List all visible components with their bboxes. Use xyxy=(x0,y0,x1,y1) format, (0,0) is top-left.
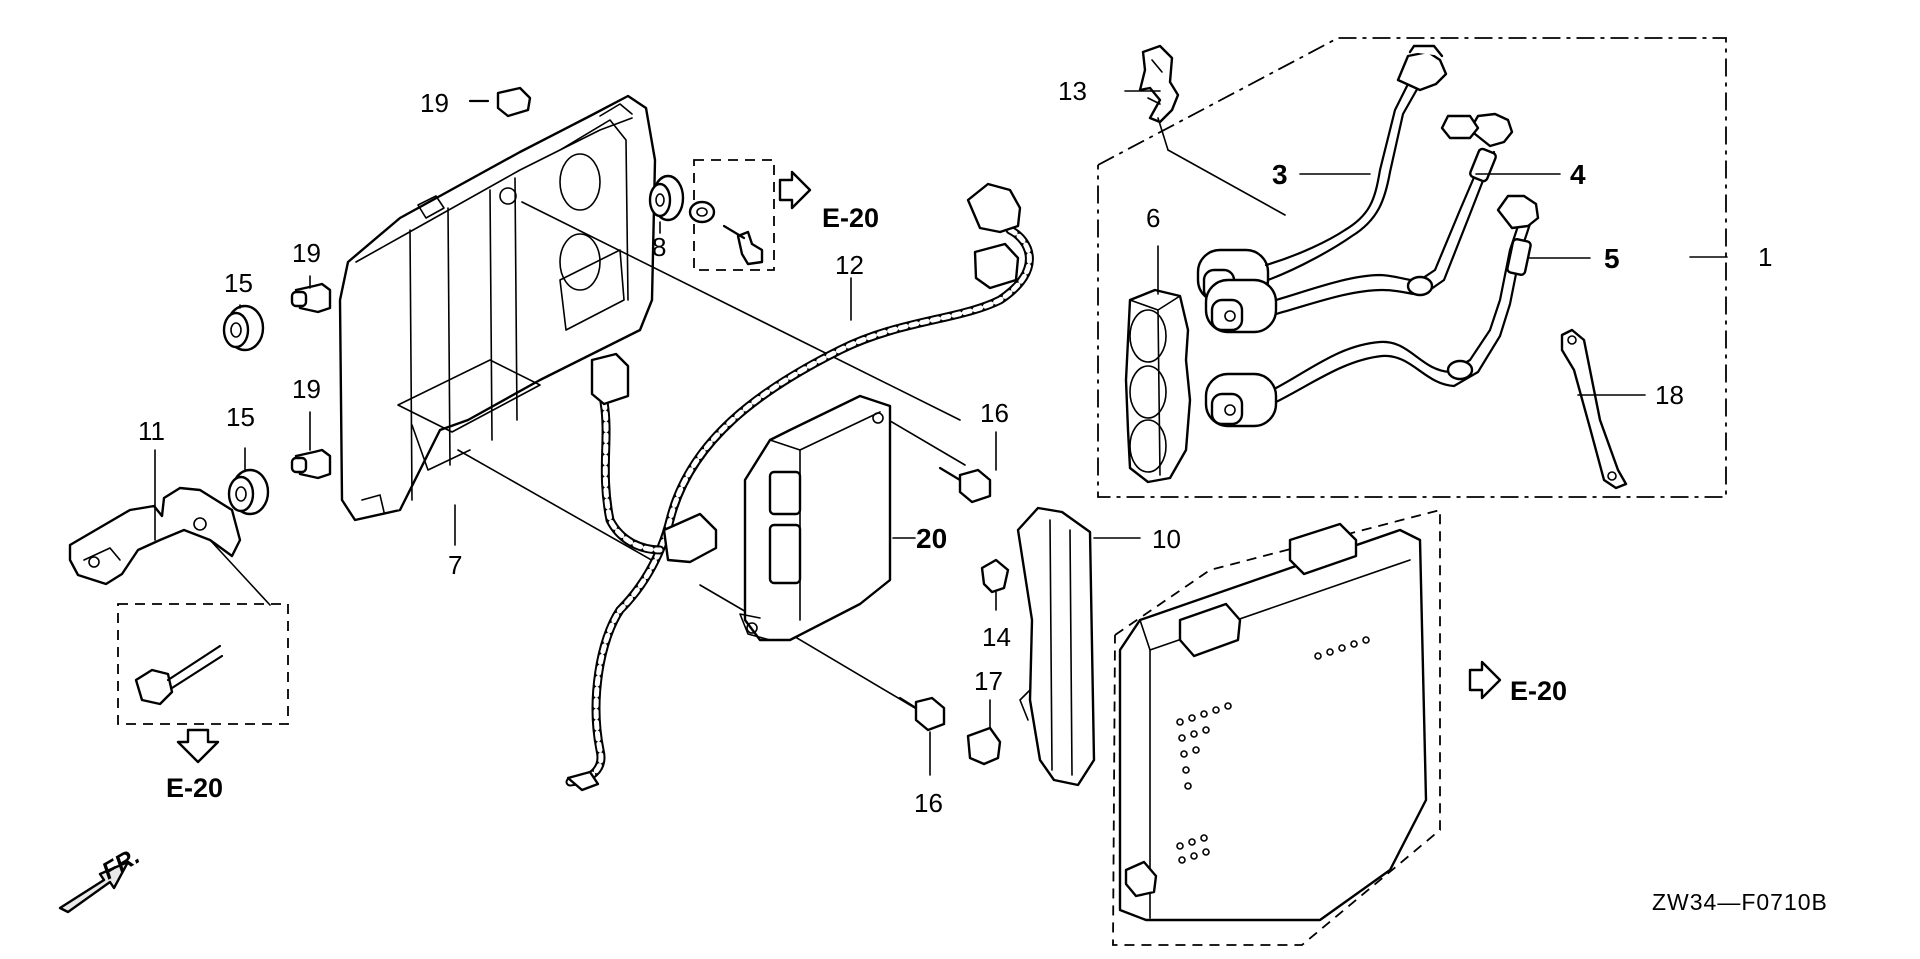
callout-18: 18 xyxy=(1655,380,1684,410)
callout-15-upper: 15 xyxy=(224,268,253,298)
callout-10: 10 xyxy=(1152,524,1181,554)
part-5-ignition-coil xyxy=(1204,194,1540,428)
washer-screw-inset xyxy=(688,159,812,271)
callout-14: 14 xyxy=(982,622,1011,652)
part-15-grommet xyxy=(227,468,270,516)
callout-16-lower: 16 xyxy=(914,788,943,818)
callout-11: 11 xyxy=(138,416,165,446)
part-16-bolt xyxy=(898,696,946,732)
drawing-code: ZW34—F0710B xyxy=(1652,889,1828,915)
callout-12: 12 xyxy=(835,250,864,280)
callout-6: 6 xyxy=(1146,203,1160,233)
callout-20: 20 xyxy=(916,523,947,554)
bolt-inset xyxy=(117,603,289,764)
part-19-pin xyxy=(468,86,532,118)
part-17-cap xyxy=(966,726,1002,766)
callout-13: 13 xyxy=(1058,76,1087,106)
callout-4: 4 xyxy=(1570,159,1586,190)
cover-inset xyxy=(1112,508,1502,946)
part-12-wire-harness xyxy=(565,182,1034,792)
callout-19-middle: 19 xyxy=(292,238,321,268)
assembly-line xyxy=(521,201,961,421)
part-13-clamp xyxy=(1138,44,1286,216)
callout-15-lower: 15 xyxy=(226,402,255,432)
part-19-pin xyxy=(290,282,332,314)
part-6-coil-spacer xyxy=(1124,288,1192,484)
callout-7: 7 xyxy=(448,550,462,580)
callout-19-lower: 19 xyxy=(292,374,321,404)
assembly-line xyxy=(879,414,966,466)
callout-5: 5 xyxy=(1604,243,1620,274)
part-16-bolt xyxy=(938,466,992,504)
ignition-coil-group-outline xyxy=(1097,37,1727,498)
front-arrow xyxy=(58,860,130,914)
part-20-control-module xyxy=(739,394,892,642)
assembly-line xyxy=(457,449,656,563)
reference-e20-bottom-left[interactable]: E-20 xyxy=(166,773,223,803)
part-4-ignition-coil xyxy=(1204,112,1514,334)
callout-16-upper: 16 xyxy=(980,398,1009,428)
part-14-clip xyxy=(980,558,1010,611)
reference-e20-top[interactable]: E-20 xyxy=(822,203,879,233)
reference-e20-right[interactable]: E-20 xyxy=(1510,676,1567,706)
callout-8: 8 xyxy=(652,232,666,262)
part-15-grommet xyxy=(222,304,265,352)
callout-19-top: 19 xyxy=(420,88,449,118)
part-8-grommet xyxy=(648,174,685,222)
part-18-strap xyxy=(1560,328,1628,490)
callout-1: 1 xyxy=(1758,242,1772,272)
callout-17: 17 xyxy=(974,666,1003,696)
vent-holes xyxy=(1176,636,1370,864)
part-10-grommet-strip xyxy=(1016,506,1096,787)
part-19-pin xyxy=(290,448,332,480)
callout-3: 3 xyxy=(1272,159,1288,190)
part-7-bracket-panel xyxy=(338,94,657,522)
